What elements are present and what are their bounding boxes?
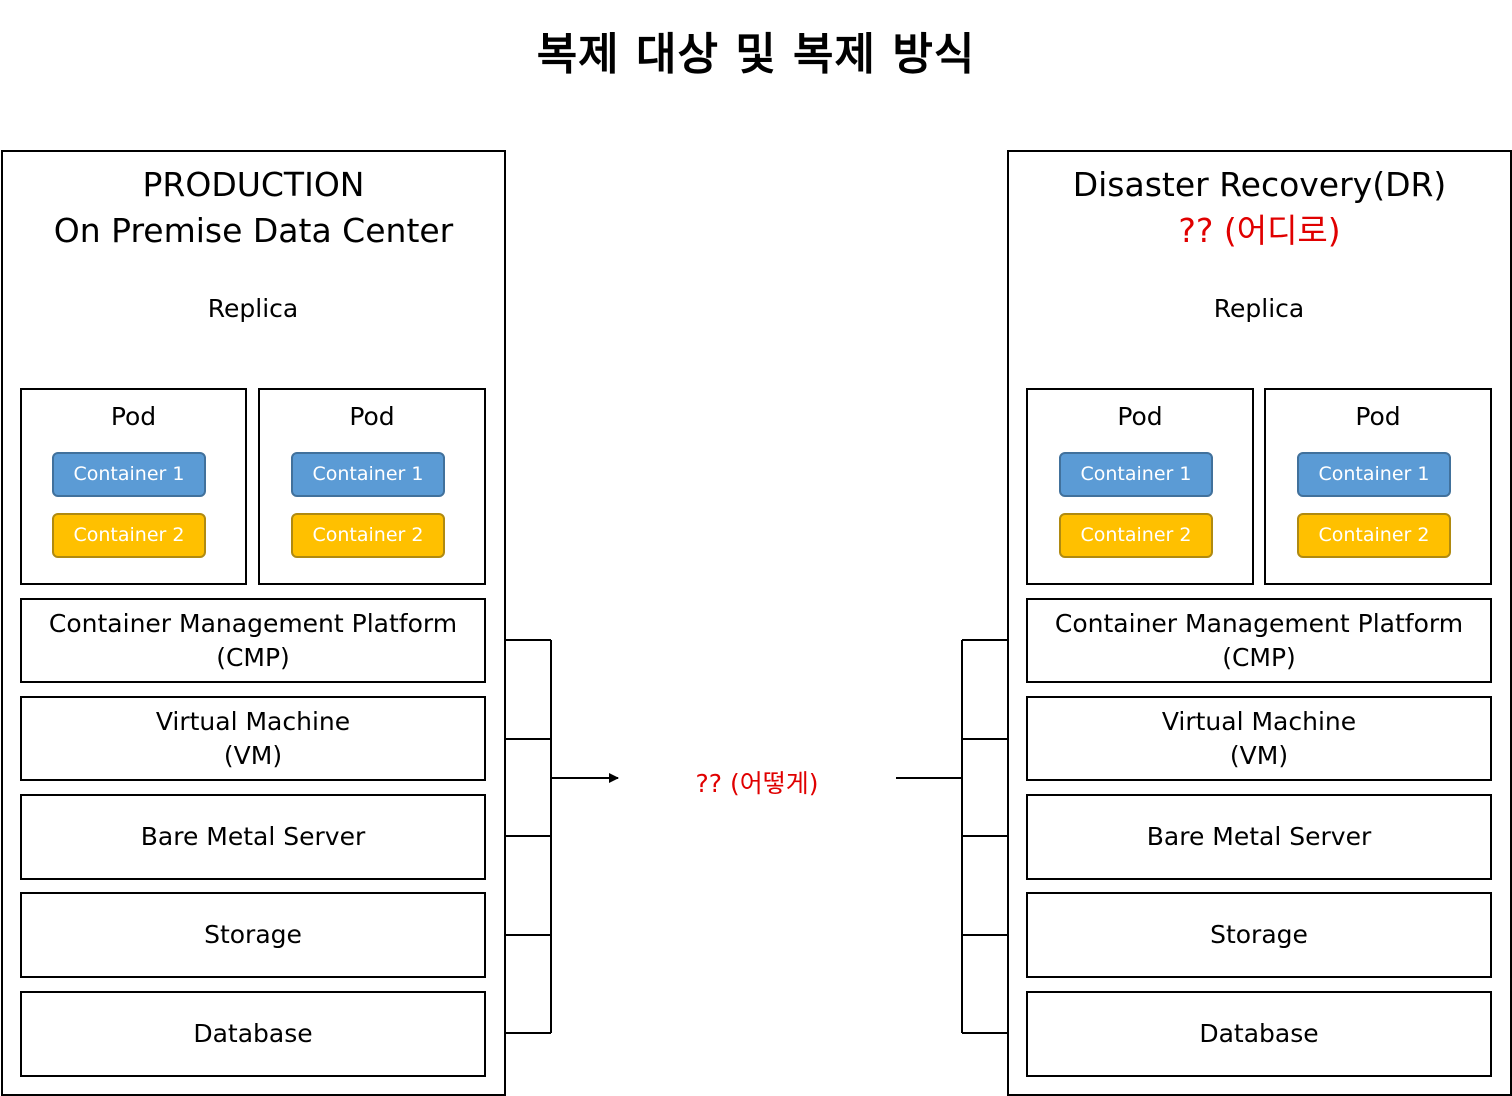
layer-line1: Storage bbox=[1210, 920, 1308, 949]
container-2: Container 2 bbox=[1059, 513, 1213, 558]
production-layer-database: Database bbox=[20, 991, 486, 1077]
layer-line1: Bare Metal Server bbox=[140, 822, 366, 851]
dr-layer-storage: Storage bbox=[1026, 892, 1492, 978]
container-1: Container 1 bbox=[1059, 452, 1213, 497]
page-title: 복제 대상 및 복제 방식 bbox=[536, 29, 976, 80]
replication-method-label: ?? (어떻게) bbox=[695, 769, 819, 798]
production-title-line2: On Premise Data Center bbox=[53, 211, 454, 250]
dr-layer-cmp: Container Management Platform (CMP) bbox=[1026, 598, 1492, 683]
layer-line2: (CMP) bbox=[1222, 642, 1296, 672]
layer-line1: Container Management Platform bbox=[48, 608, 458, 638]
layer-line1: Virtual Machine bbox=[155, 706, 351, 736]
pod-label: Pod bbox=[110, 402, 157, 431]
container-2: Container 2 bbox=[291, 513, 445, 558]
production-layer-cmp: Container Management Platform (CMP) bbox=[20, 598, 486, 683]
dr-title-line2: ?? (어디로) bbox=[1178, 211, 1341, 250]
layer-line1: Virtual Machine bbox=[1161, 706, 1357, 736]
production-title-line1: PRODUCTION bbox=[142, 165, 365, 204]
dr-layer-bus bbox=[961, 635, 1027, 1038]
dr-layer-database: Database bbox=[1026, 991, 1492, 1077]
layer-line2: (CMP) bbox=[216, 642, 290, 672]
dr-replica-label: Replica bbox=[1213, 294, 1305, 323]
production-replica-label: Replica bbox=[207, 294, 299, 323]
layer-line1: Storage bbox=[204, 920, 302, 949]
dr-pod-1: Pod Container 1 Container 2 bbox=[1026, 388, 1254, 585]
layer-line1: Database bbox=[193, 1019, 313, 1048]
dr-layer-vm: Virtual Machine (VM) bbox=[1026, 696, 1492, 781]
layer-line2: (VM) bbox=[223, 740, 283, 770]
production-pod-1: Pod Container 1 Container 2 bbox=[20, 388, 247, 585]
container-2: Container 2 bbox=[1297, 513, 1451, 558]
dr-pod-2: Pod Container 1 Container 2 bbox=[1264, 388, 1492, 585]
production-layer-bare-metal: Bare Metal Server bbox=[20, 794, 486, 880]
dr-title-line1: Disaster Recovery(DR) bbox=[1072, 165, 1447, 204]
production-pod-2: Pod Container 1 Container 2 bbox=[258, 388, 486, 585]
layer-line1: Container Management Platform bbox=[1054, 608, 1464, 638]
production-layer-vm: Virtual Machine (VM) bbox=[20, 696, 486, 781]
dr-title: Disaster Recovery(DR) ?? (어디로) bbox=[1009, 162, 1510, 254]
layer-line1: Database bbox=[1199, 1019, 1319, 1048]
production-title: PRODUCTION On Premise Data Center bbox=[3, 162, 504, 254]
pod-label: Pod bbox=[1355, 402, 1401, 431]
production-layer-storage: Storage bbox=[20, 892, 486, 978]
dr-layer-bare-metal: Bare Metal Server bbox=[1026, 794, 1492, 880]
layer-line1: Bare Metal Server bbox=[1146, 822, 1372, 851]
pod-label: Pod bbox=[349, 402, 395, 431]
pod-label: Pod bbox=[1117, 402, 1163, 431]
layer-line2: (VM) bbox=[1229, 740, 1289, 770]
container-1: Container 1 bbox=[291, 452, 445, 497]
container-1: Container 1 bbox=[1297, 452, 1451, 497]
container-1: Container 1 bbox=[52, 452, 206, 497]
container-2: Container 2 bbox=[52, 513, 206, 558]
